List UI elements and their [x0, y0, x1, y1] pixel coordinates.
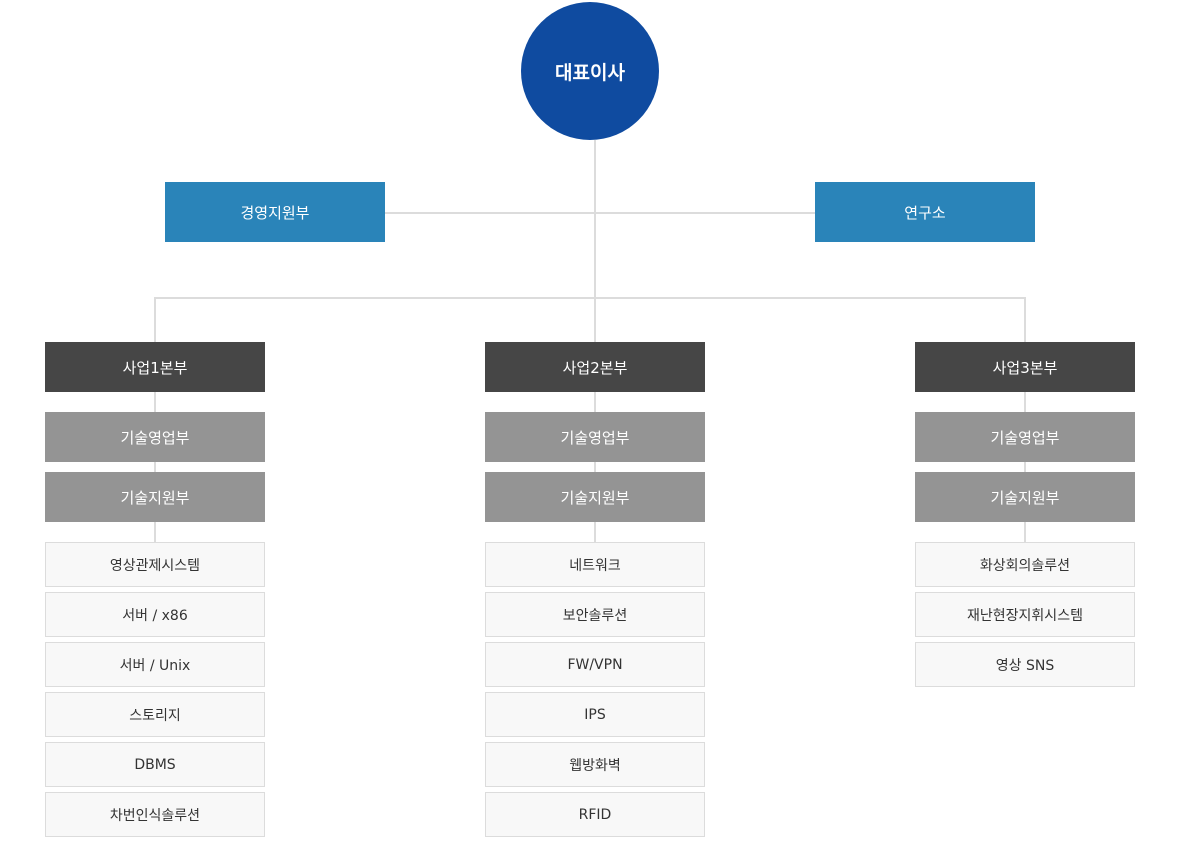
division-2-item: 웹방화벽 — [485, 742, 705, 787]
division-1-head: 사업1본부 — [45, 342, 265, 392]
connector-line — [154, 297, 1026, 299]
division-1-support: 기술지원부 — [45, 472, 265, 522]
research-lab-node: 연구소 — [815, 182, 1035, 242]
division-2-item: RFID — [485, 792, 705, 837]
division-2-item: FW/VPN — [485, 642, 705, 687]
division-1-item: DBMS — [45, 742, 265, 787]
division-1-item: 스토리지 — [45, 692, 265, 737]
division-1-item: 서버 / Unix — [45, 642, 265, 687]
division-2-item: 네트워크 — [485, 542, 705, 587]
connector-line — [385, 212, 815, 214]
division-2-sales: 기술영업부 — [485, 412, 705, 462]
division-1-item: 차번인식솔루션 — [45, 792, 265, 837]
division-3-head: 사업3본부 — [915, 342, 1135, 392]
division-3-item: 영상 SNS — [915, 642, 1135, 687]
connector-line — [594, 140, 596, 342]
ceo-node: 대표이사 — [521, 2, 659, 140]
management-support-node: 경영지원부 — [165, 182, 385, 242]
division-2-item: 보안솔루션 — [485, 592, 705, 637]
division-3-item: 화상회의솔루션 — [915, 542, 1135, 587]
division-2-item: IPS — [485, 692, 705, 737]
division-3-sales: 기술영업부 — [915, 412, 1135, 462]
division-2-support: 기술지원부 — [485, 472, 705, 522]
division-3-item: 재난현장지휘시스템 — [915, 592, 1135, 637]
division-1-sales: 기술영업부 — [45, 412, 265, 462]
division-1-item: 서버 / x86 — [45, 592, 265, 637]
division-2-head: 사업2본부 — [485, 342, 705, 392]
division-1-item: 영상관제시스템 — [45, 542, 265, 587]
division-3-support: 기술지원부 — [915, 472, 1135, 522]
